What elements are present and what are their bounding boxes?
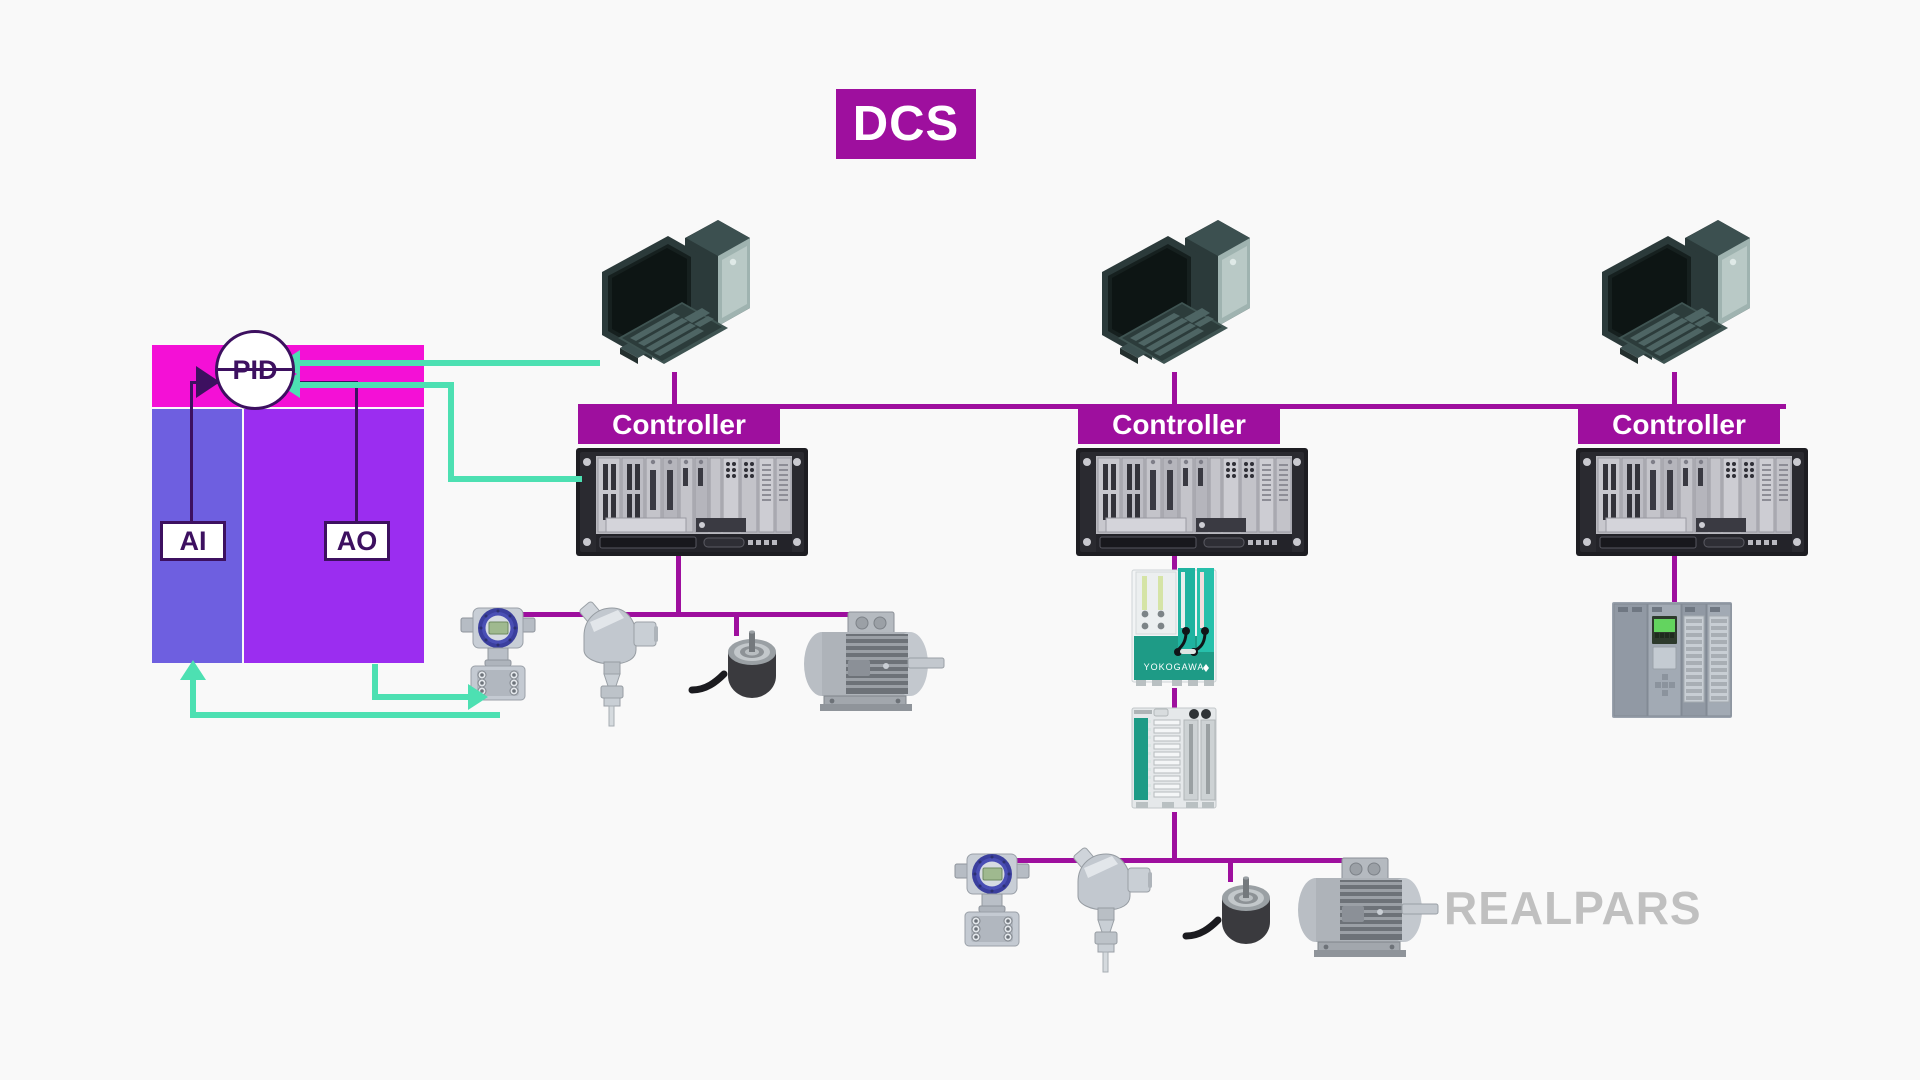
controller-1-label: Controller [612,409,746,440]
branch-rail-controller-2 [990,858,1358,863]
branch-drop-controller-2 [1172,812,1177,862]
controller-rack-icon [1076,448,1308,556]
bus-stub-workstation-2 [1172,372,1177,406]
yokogawa-to-terminal-link [1172,688,1177,710]
workstation-icon [1602,220,1750,364]
operator-workstation-1[interactable] [590,220,760,364]
branch-rail-controller-1 [496,612,864,617]
controller-2-rack[interactable] [1076,448,1308,556]
controller-3-label-bar[interactable]: Controller [1578,406,1780,444]
yokogawa-io-module[interactable]: YOKOGAWA [1128,566,1220,688]
ac-motor-icon [1298,857,1439,957]
operator-workstation-3[interactable] [1590,220,1760,364]
controller-rack-icon [576,448,808,556]
middle-drop-to-yokogawa [1172,556,1177,570]
temperature-probe-icon [1073,847,1152,973]
signal-transmitter-to-ai-arrow-icon [180,660,206,680]
signal-ao-to-transmitter-vertical [372,664,378,700]
pid-circle-divider [216,368,294,371]
operator-workstation-2[interactable] [1090,220,1260,364]
realpars-logo-icon: REALPARS [1444,882,1701,934]
analog-input-box[interactable]: AI [160,521,226,561]
controller-rack-icon [1576,448,1808,556]
controller-2-label-bar[interactable]: Controller [1078,406,1280,444]
terminal-block-module[interactable] [1128,704,1220,814]
analog-output-label: AO [336,525,378,556]
signal-ao-to-transmitter-arrow-icon [468,684,488,710]
signal-transmitter-to-ai-vertical [190,678,196,718]
page-title: DCS [852,96,960,151]
pressure-transmitter-middle[interactable] [949,846,1035,956]
branch-drop-controller-1 [676,556,681,617]
branch-leg-encoder-2 [1228,858,1233,882]
workstation-icon [602,220,750,364]
page-title-badge: DCS [836,89,976,159]
signal-controller-to-pid-lower [448,476,582,482]
rotary-encoder-middle[interactable] [1182,874,1294,954]
realpars-logo-text: REALPARS [1444,882,1702,934]
temperature-probe-left[interactable] [570,596,660,727]
yokogawa-module-icon: YOKOGAWA [1131,568,1217,686]
analog-input-label: AI [179,525,207,556]
ac-motor-middle[interactable] [1284,854,1444,964]
ac-motor-icon [804,611,945,711]
remote-io-plc-rack[interactable] [1612,602,1732,720]
wire-ai-to-pid-vertical [190,381,193,528]
wire-pid-to-ao-vertical [355,381,358,528]
branch-leg-encoder-1 [734,612,739,636]
bus-stub-workstation-3 [1672,372,1677,406]
signal-ao-to-transmitter-horizontal [372,694,470,700]
pressure-transmitter-left[interactable] [455,600,541,710]
plc-rack-icon [1612,602,1732,718]
controller-1-rack[interactable] [576,448,808,556]
rotary-encoder-left[interactable] [688,628,800,708]
realpars-logo: REALPARS [1444,882,1804,934]
pressure-transmitter-icon [954,853,1030,947]
signal-controller-to-pid-vertical [448,382,454,482]
workstation-icon [1102,220,1250,364]
ac-motor-left[interactable] [790,608,950,718]
analog-output-box[interactable]: AO [324,521,390,561]
bus-stub-workstation-1 [672,372,677,406]
controller-2-label: Controller [1112,409,1246,440]
rotary-encoder-icon [688,630,776,698]
controller-3-rack[interactable] [1576,448,1808,556]
temperature-probe-middle[interactable] [1064,842,1154,973]
signal-workstation-to-pid [300,360,600,366]
terminal-block-icon [1131,707,1217,809]
branch-drop-controller-3 [1672,556,1677,606]
pressure-transmitter-icon [460,607,536,701]
signal-controller-to-pid-horizontal [300,382,452,388]
svg-text:YOKOGAWA: YOKOGAWA [1144,662,1205,672]
temperature-probe-icon [579,601,658,727]
controller-1-label-bar[interactable]: Controller [578,406,780,444]
signal-transmitter-to-ai-horizontal [190,712,500,718]
rotary-encoder-icon [1182,876,1270,944]
controller-3-label: Controller [1612,409,1746,440]
